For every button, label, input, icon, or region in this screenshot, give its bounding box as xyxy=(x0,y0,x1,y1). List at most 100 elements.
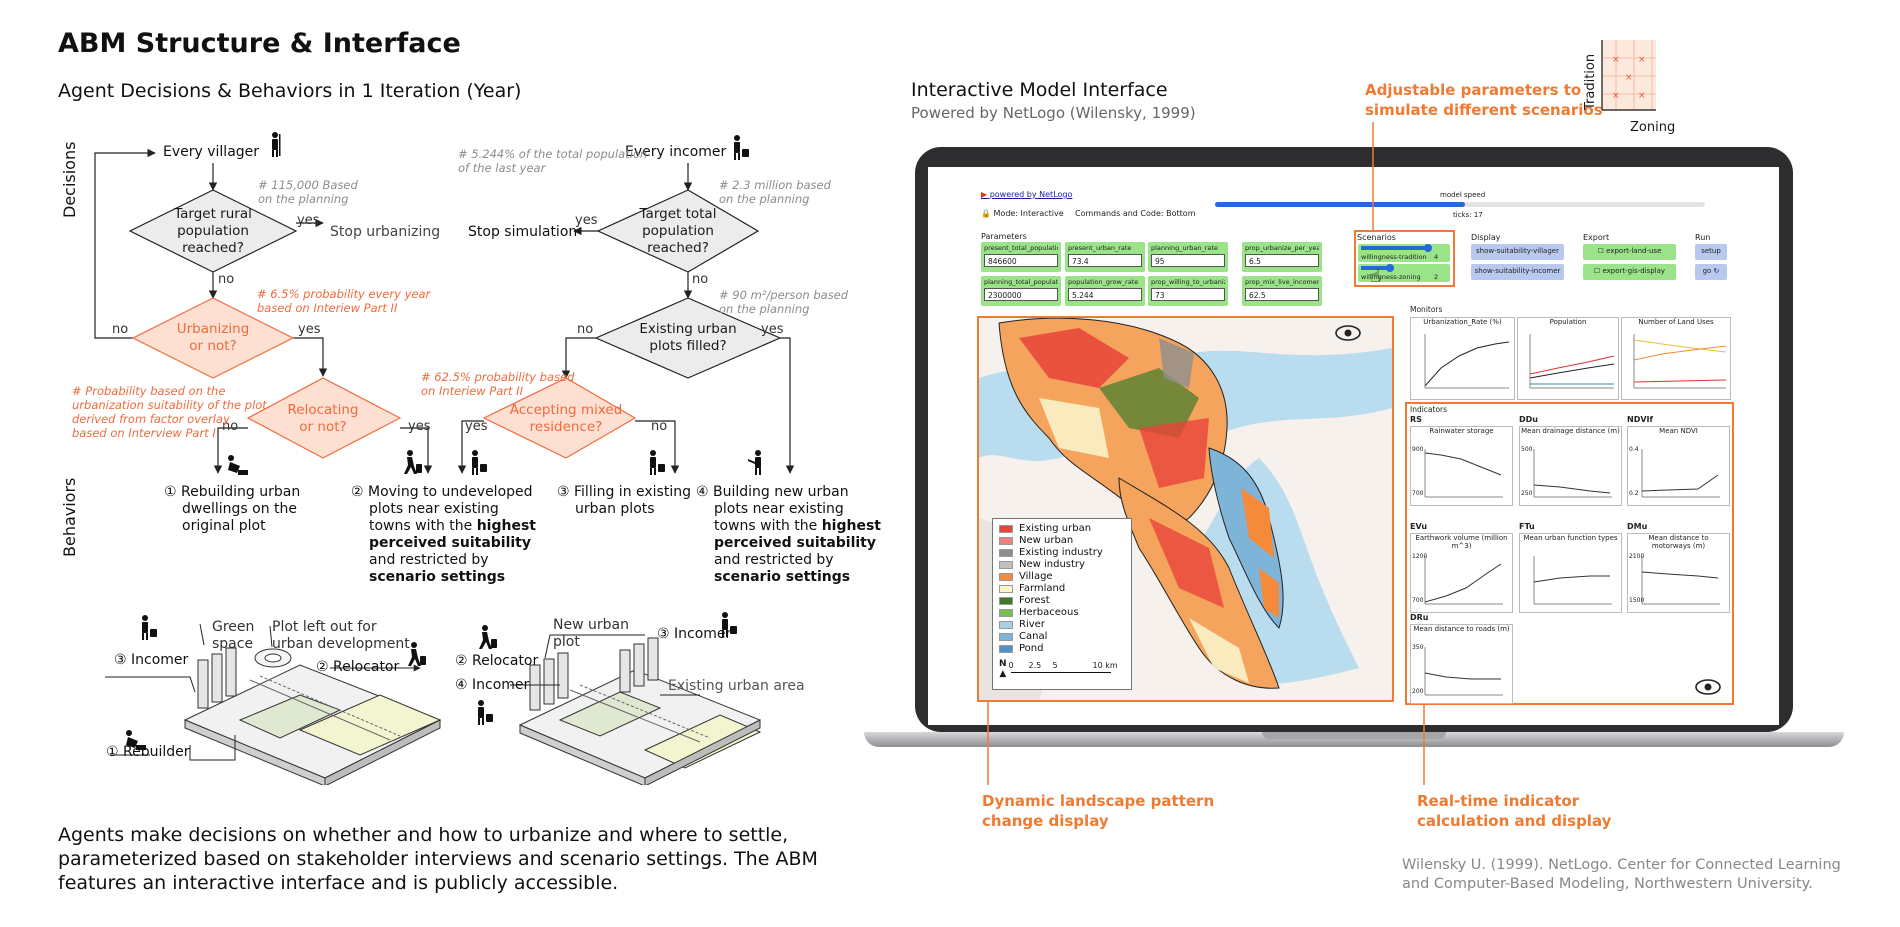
no-label: no xyxy=(692,272,709,287)
diamond-urbanizing xyxy=(131,297,295,379)
mode-indicator: 🔒 Mode: Interactive xyxy=(981,209,1064,218)
description-paragraph: Agents make decisions on whether and how… xyxy=(58,824,818,894)
indicator-group-label: RS xyxy=(1410,415,1422,424)
laptop-base xyxy=(864,732,1844,747)
yes-label: yes xyxy=(298,322,321,337)
indicator-group-label: DRu xyxy=(1410,613,1429,622)
yes-label: yes xyxy=(408,419,431,434)
param-6[interactable]: prop_willing_to_urbanize_villa73 xyxy=(1148,276,1228,306)
legend-item: Pond xyxy=(999,643,1125,655)
legend-item: Existing industry xyxy=(999,547,1125,559)
behavior-4: ④ Building new urban plots near existing… xyxy=(696,484,881,585)
slider-zoning[interactable]: willingness-zoning 2 xyxy=(1358,264,1450,282)
scale-bar: 0 2.5 5 10 km xyxy=(1009,661,1121,679)
indicator-chart: Mean urban function types xyxy=(1519,533,1622,613)
yes-label: yes xyxy=(575,213,598,228)
iso-rebuilder: ① Rebuilder xyxy=(106,744,190,760)
yes-label: yes xyxy=(465,419,488,434)
eye-icon[interactable] xyxy=(1333,323,1363,343)
indicator-series-line xyxy=(1424,452,1502,476)
tradition-zoning-chart: ××××× xyxy=(1601,40,1656,111)
show-suitability-incomer-button[interactable]: show-suitability-incomer xyxy=(1471,264,1564,280)
monitors-label: Monitors xyxy=(1410,305,1443,314)
svg-text:×: × xyxy=(1625,73,1633,83)
indicator-series-line xyxy=(1424,563,1502,603)
model-speed-label: model speed xyxy=(1440,191,1486,199)
commands-code-toggle[interactable]: Commands and Code: Bottom xyxy=(1075,209,1196,218)
indicator-group-label: NDVIf xyxy=(1627,415,1653,424)
legend-item: River xyxy=(999,619,1125,631)
indicators-frame xyxy=(1405,402,1734,705)
ticks-label: ticks: 17 xyxy=(1453,211,1483,219)
svg-text:×: × xyxy=(1612,91,1620,101)
no-label: no xyxy=(651,419,668,434)
indicator-series-line xyxy=(1533,575,1610,583)
iso-incomer: ③ Incomer xyxy=(114,652,189,668)
monitor-population: Population xyxy=(1517,317,1619,400)
isometric-diagrams xyxy=(105,612,762,785)
param-4[interactable]: planning_total_population2300000 xyxy=(981,276,1061,306)
stop-urbanizing: Stop urbanizing xyxy=(330,224,441,240)
display-label: Display xyxy=(1471,233,1501,242)
export-gis-display-button[interactable]: ☐ export-gis-display xyxy=(1583,264,1676,280)
eye-icon[interactable] xyxy=(1693,677,1723,697)
incomer-label: Every incomer xyxy=(625,144,727,160)
legend-item: Village xyxy=(999,571,1125,583)
indicators-label: Indicators xyxy=(1410,405,1448,414)
slider-tradition[interactable]: willingness-tradition 4 xyxy=(1358,244,1450,262)
legend-item: New industry xyxy=(999,559,1125,571)
iso-relocator-2: ② Relocator xyxy=(455,653,539,669)
powered-by-link[interactable]: ▶ powered by NetLogo xyxy=(981,190,1073,199)
model-speed-slider[interactable] xyxy=(1215,202,1705,207)
section-subtitle: Agent Decisions & Behaviors in 1 Iterati… xyxy=(58,80,522,102)
scenarios-highlight xyxy=(1354,230,1455,287)
parameters-label: Parameters xyxy=(981,232,1027,241)
diamond-rural xyxy=(128,189,298,273)
diamond-existing xyxy=(594,297,782,379)
legend-item: Herbaceous xyxy=(999,607,1125,619)
yes-label: yes xyxy=(761,322,784,337)
show-suitability-villager-button[interactable]: show-suitability-villager xyxy=(1471,244,1564,260)
indicator-group-label: DDu xyxy=(1519,415,1538,424)
iso-incomer-3: ③ Incomer xyxy=(657,626,732,642)
legend-item: New urban xyxy=(999,535,1125,547)
hand-cursor-icon: ☝ xyxy=(1370,266,1381,287)
go-button[interactable]: go ↻ xyxy=(1695,264,1727,280)
iso-incomer-4: ④ Incomer xyxy=(455,677,530,693)
export-label: Export xyxy=(1583,233,1610,242)
svg-text:×: × xyxy=(1638,55,1646,65)
export-land-use-button[interactable]: ☐ export-land-use xyxy=(1583,244,1676,260)
run-label: Run xyxy=(1695,233,1711,242)
page-title: ABM Structure & Interface xyxy=(58,28,461,59)
legend-item: Forest xyxy=(999,595,1125,607)
reference-text: Wilensky U. (1999). NetLogo. Center for … xyxy=(1402,857,1841,892)
setup-button[interactable]: setup xyxy=(1695,244,1727,260)
indicator-series-line xyxy=(1533,484,1611,494)
stop-simulation: Stop simulation xyxy=(468,224,578,240)
diamond-mixed xyxy=(482,377,637,459)
param-3[interactable]: prop_urbanize_per_year_villa6.5 xyxy=(1242,242,1322,272)
